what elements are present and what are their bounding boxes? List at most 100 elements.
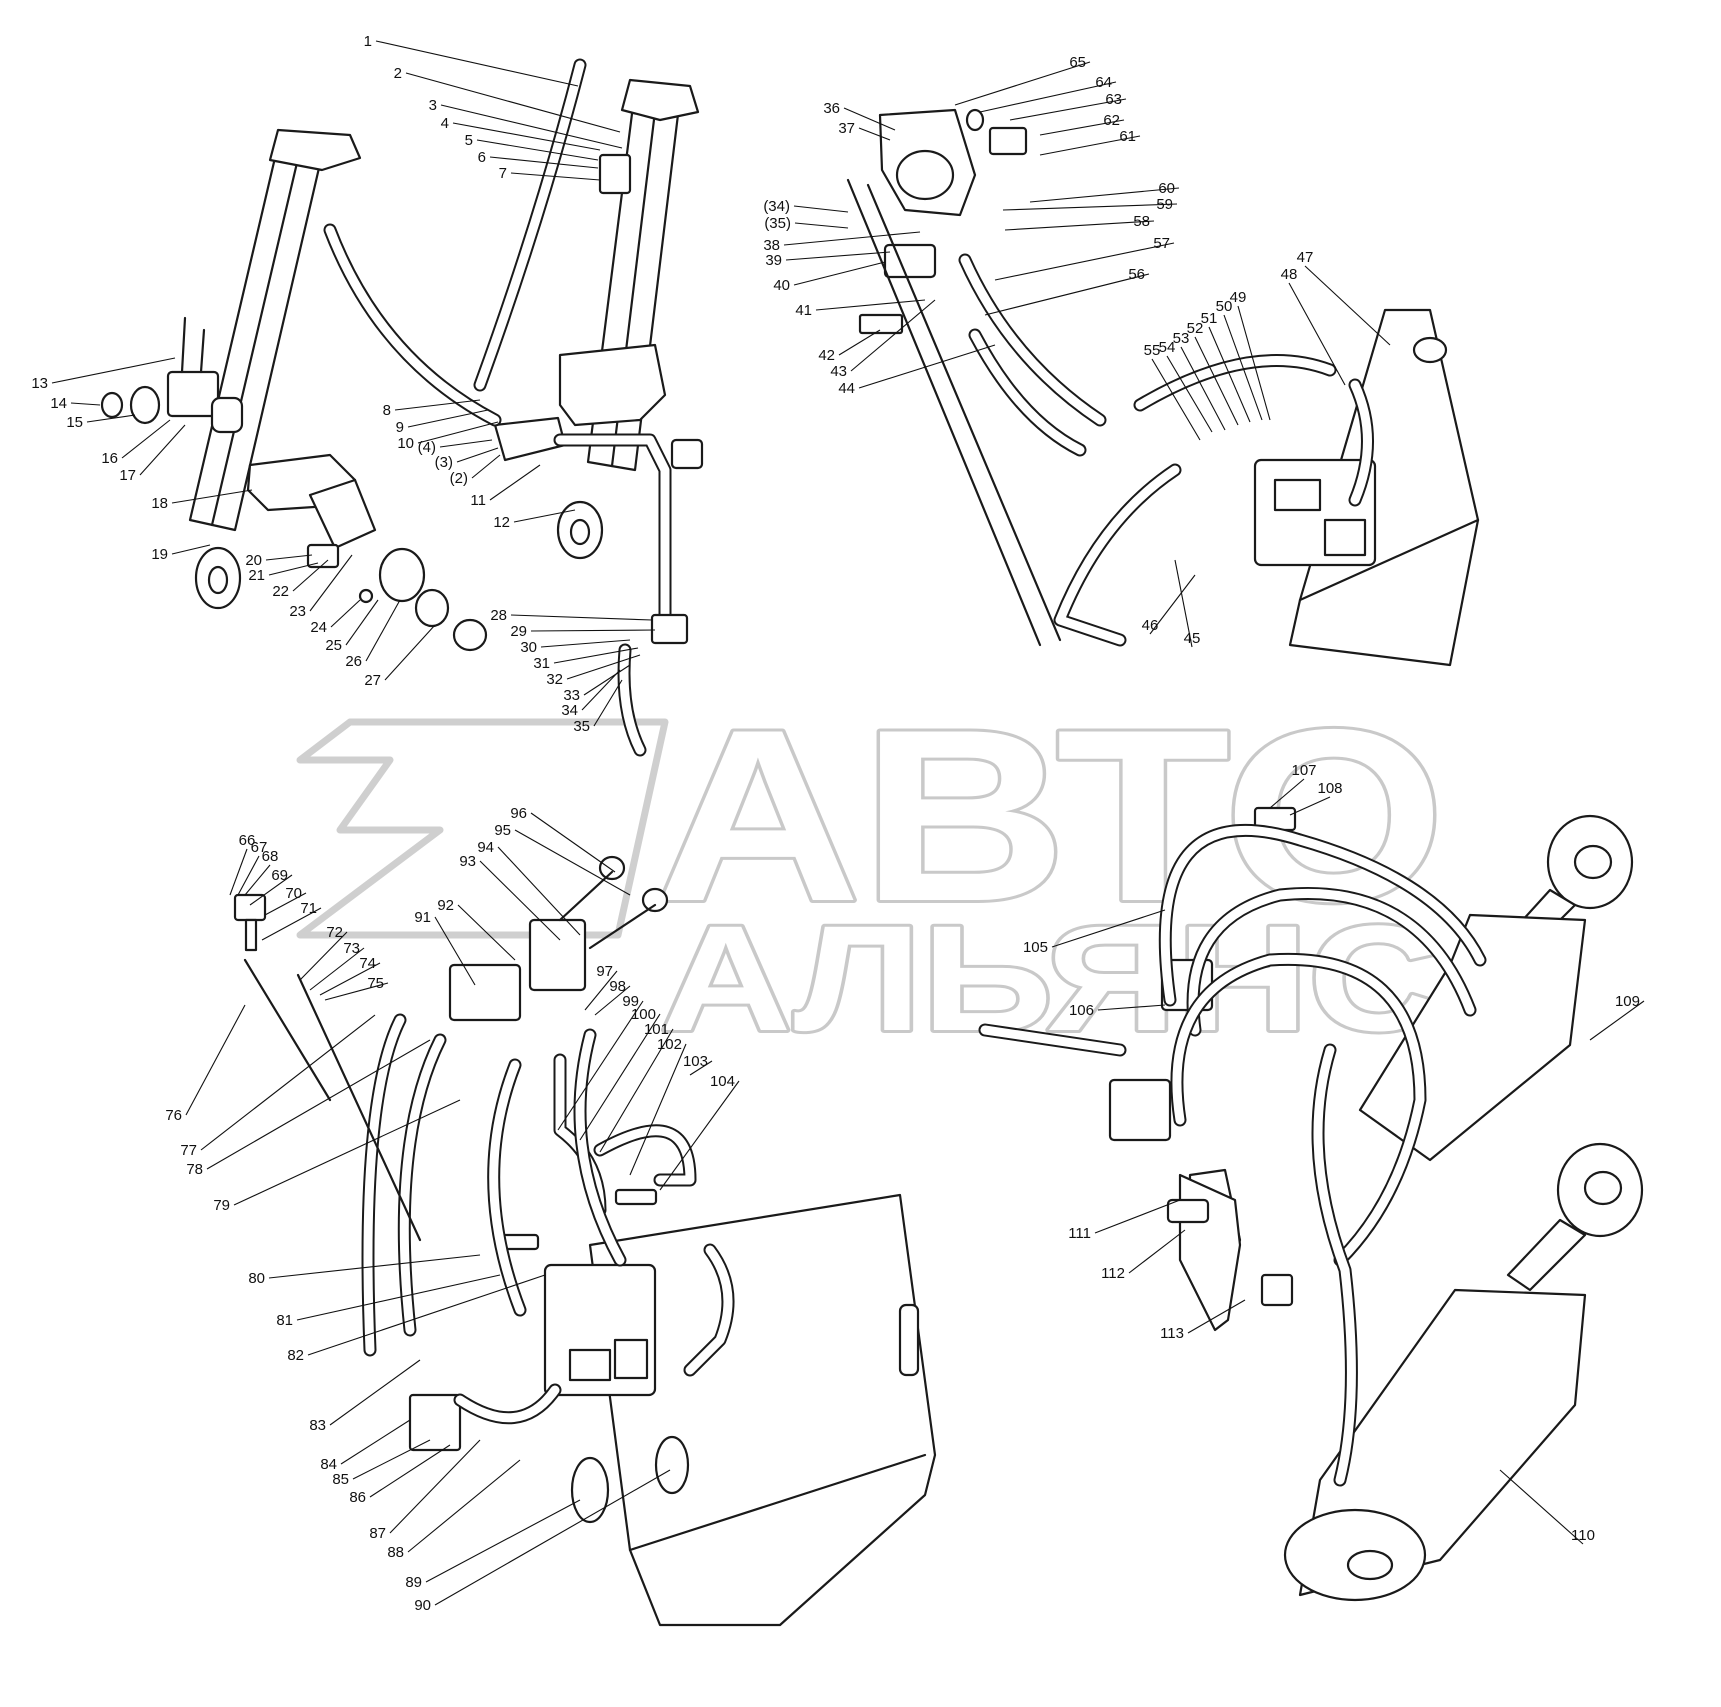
- callout-54: 54: [1159, 339, 1176, 356]
- rear-cylinder-assembly: [978, 806, 1644, 1602]
- filter-housing-37: [878, 108, 977, 217]
- leader-line-4: [452, 122, 601, 151]
- leader-line-40: [793, 261, 886, 286]
- leader-line-101: [599, 1028, 674, 1153]
- knob-96: [598, 855, 626, 881]
- leader-line-76: [185, 1004, 246, 1116]
- callout-57: 57: [1153, 235, 1170, 252]
- callout-3: 3: [429, 97, 437, 114]
- callout-92: 92: [437, 897, 454, 914]
- leader-line-p2p: [471, 454, 501, 479]
- leader-line-6: [489, 156, 599, 169]
- left-cylinder-eye: [194, 546, 242, 610]
- leader-line-8: [394, 399, 481, 411]
- callout-30: 30: [520, 639, 537, 656]
- grease-fitting-24: [358, 588, 374, 604]
- leader-line-48: [1288, 282, 1346, 386]
- callout-11: 11: [470, 492, 486, 509]
- leader-line-92: [457, 904, 516, 961]
- leader-line-98: [594, 985, 631, 1016]
- callout-96: 96: [510, 805, 527, 822]
- callout-4: 4: [441, 115, 449, 132]
- leader-line-112: [1128, 1229, 1186, 1274]
- callout-1: 1: [364, 33, 372, 50]
- leader-line-21: [268, 562, 319, 576]
- callout-74: 74: [359, 955, 376, 972]
- plate-69: [233, 893, 267, 922]
- callout-102: 102: [657, 1036, 682, 1053]
- leader-line-57: [994, 242, 1175, 281]
- leader-line-28: [510, 614, 653, 621]
- callout-81: 81: [276, 1312, 293, 1329]
- left-cylinder-pivot-tube: [308, 478, 377, 550]
- callout-14: 14: [50, 395, 67, 412]
- callout-53: 53: [1173, 330, 1190, 347]
- callout-67: 67: [251, 839, 268, 856]
- callout-46: 46: [1142, 617, 1159, 634]
- callout-55: 55: [1144, 342, 1161, 359]
- leader-line-107: [1269, 778, 1305, 809]
- leader-line-60: [1029, 187, 1180, 203]
- leader-line-102: [629, 1043, 687, 1176]
- bracket-plate-113: [1178, 1173, 1242, 1332]
- leader-line-2: [405, 72, 621, 133]
- leader-line-71: [261, 907, 322, 941]
- o-ring-64: [965, 108, 985, 132]
- valve-body-111: [1108, 1078, 1172, 1142]
- callout-60: 60: [1158, 180, 1175, 197]
- leader-line-27: [384, 624, 436, 681]
- leader-line-69: [249, 874, 293, 906]
- plate-20: [306, 543, 340, 569]
- leader-line-84: [340, 1419, 411, 1465]
- watermark-text-line1: АВТО: [655, 678, 1445, 952]
- leader-line-56: [984, 273, 1150, 316]
- leader-line-46: [1149, 574, 1196, 635]
- leader-line-39: [785, 251, 891, 261]
- callout-113: 113: [1160, 1325, 1184, 1342]
- bushing-26: [378, 547, 426, 603]
- tank-filler-cap: [1412, 336, 1448, 364]
- leader-line-16: [121, 419, 171, 459]
- leader-line-94: [497, 846, 581, 936]
- callout-28: 28: [490, 607, 507, 624]
- right-cylinder-base: [558, 343, 667, 427]
- callout-6: 6: [478, 149, 486, 166]
- callout-104: 104: [710, 1073, 735, 1090]
- leader-line-91: [434, 916, 476, 986]
- callout-112: 112: [1101, 1265, 1125, 1282]
- callout-15: 15: [66, 414, 83, 431]
- leader-line-41: [815, 299, 926, 311]
- callout-27: 27: [364, 672, 381, 689]
- callout-43: 43: [830, 363, 847, 380]
- callout-68: 68: [262, 848, 279, 865]
- leader-line-93: [479, 860, 561, 941]
- leader-line-108: [1289, 796, 1331, 816]
- bushing-25: [414, 588, 450, 628]
- leader-line-35: [593, 679, 623, 727]
- callout-23: 23: [289, 603, 306, 620]
- callout-83: 83: [309, 1417, 326, 1434]
- leader-line-96: [530, 812, 616, 873]
- callout-93: 93: [459, 853, 476, 870]
- leader-line-109: [1589, 1000, 1645, 1041]
- leader-line-66: [229, 848, 248, 896]
- callout-22: 22: [272, 583, 289, 600]
- bracket-42: [858, 313, 904, 335]
- leader-line-37: [858, 127, 891, 141]
- leader-line-87: [389, 1439, 481, 1534]
- callout-44: 44: [838, 380, 855, 397]
- fitting-63: [988, 126, 1028, 156]
- callout-5: 5: [465, 132, 473, 149]
- leader-line-79: [233, 1099, 461, 1206]
- leader-line-113: [1187, 1299, 1246, 1334]
- leader-line-72: [299, 931, 348, 981]
- right-cylinder-eye: [556, 500, 604, 560]
- leader-line-42: [838, 329, 881, 356]
- callout-p2p: (2): [450, 470, 468, 487]
- leader-line-p4p: [439, 439, 493, 448]
- callout-45: 45: [1184, 630, 1201, 647]
- callout-20: 20: [245, 552, 262, 569]
- leader-line-30: [540, 639, 631, 648]
- callout-37: 37: [838, 120, 855, 137]
- leader-line-25: [345, 599, 379, 646]
